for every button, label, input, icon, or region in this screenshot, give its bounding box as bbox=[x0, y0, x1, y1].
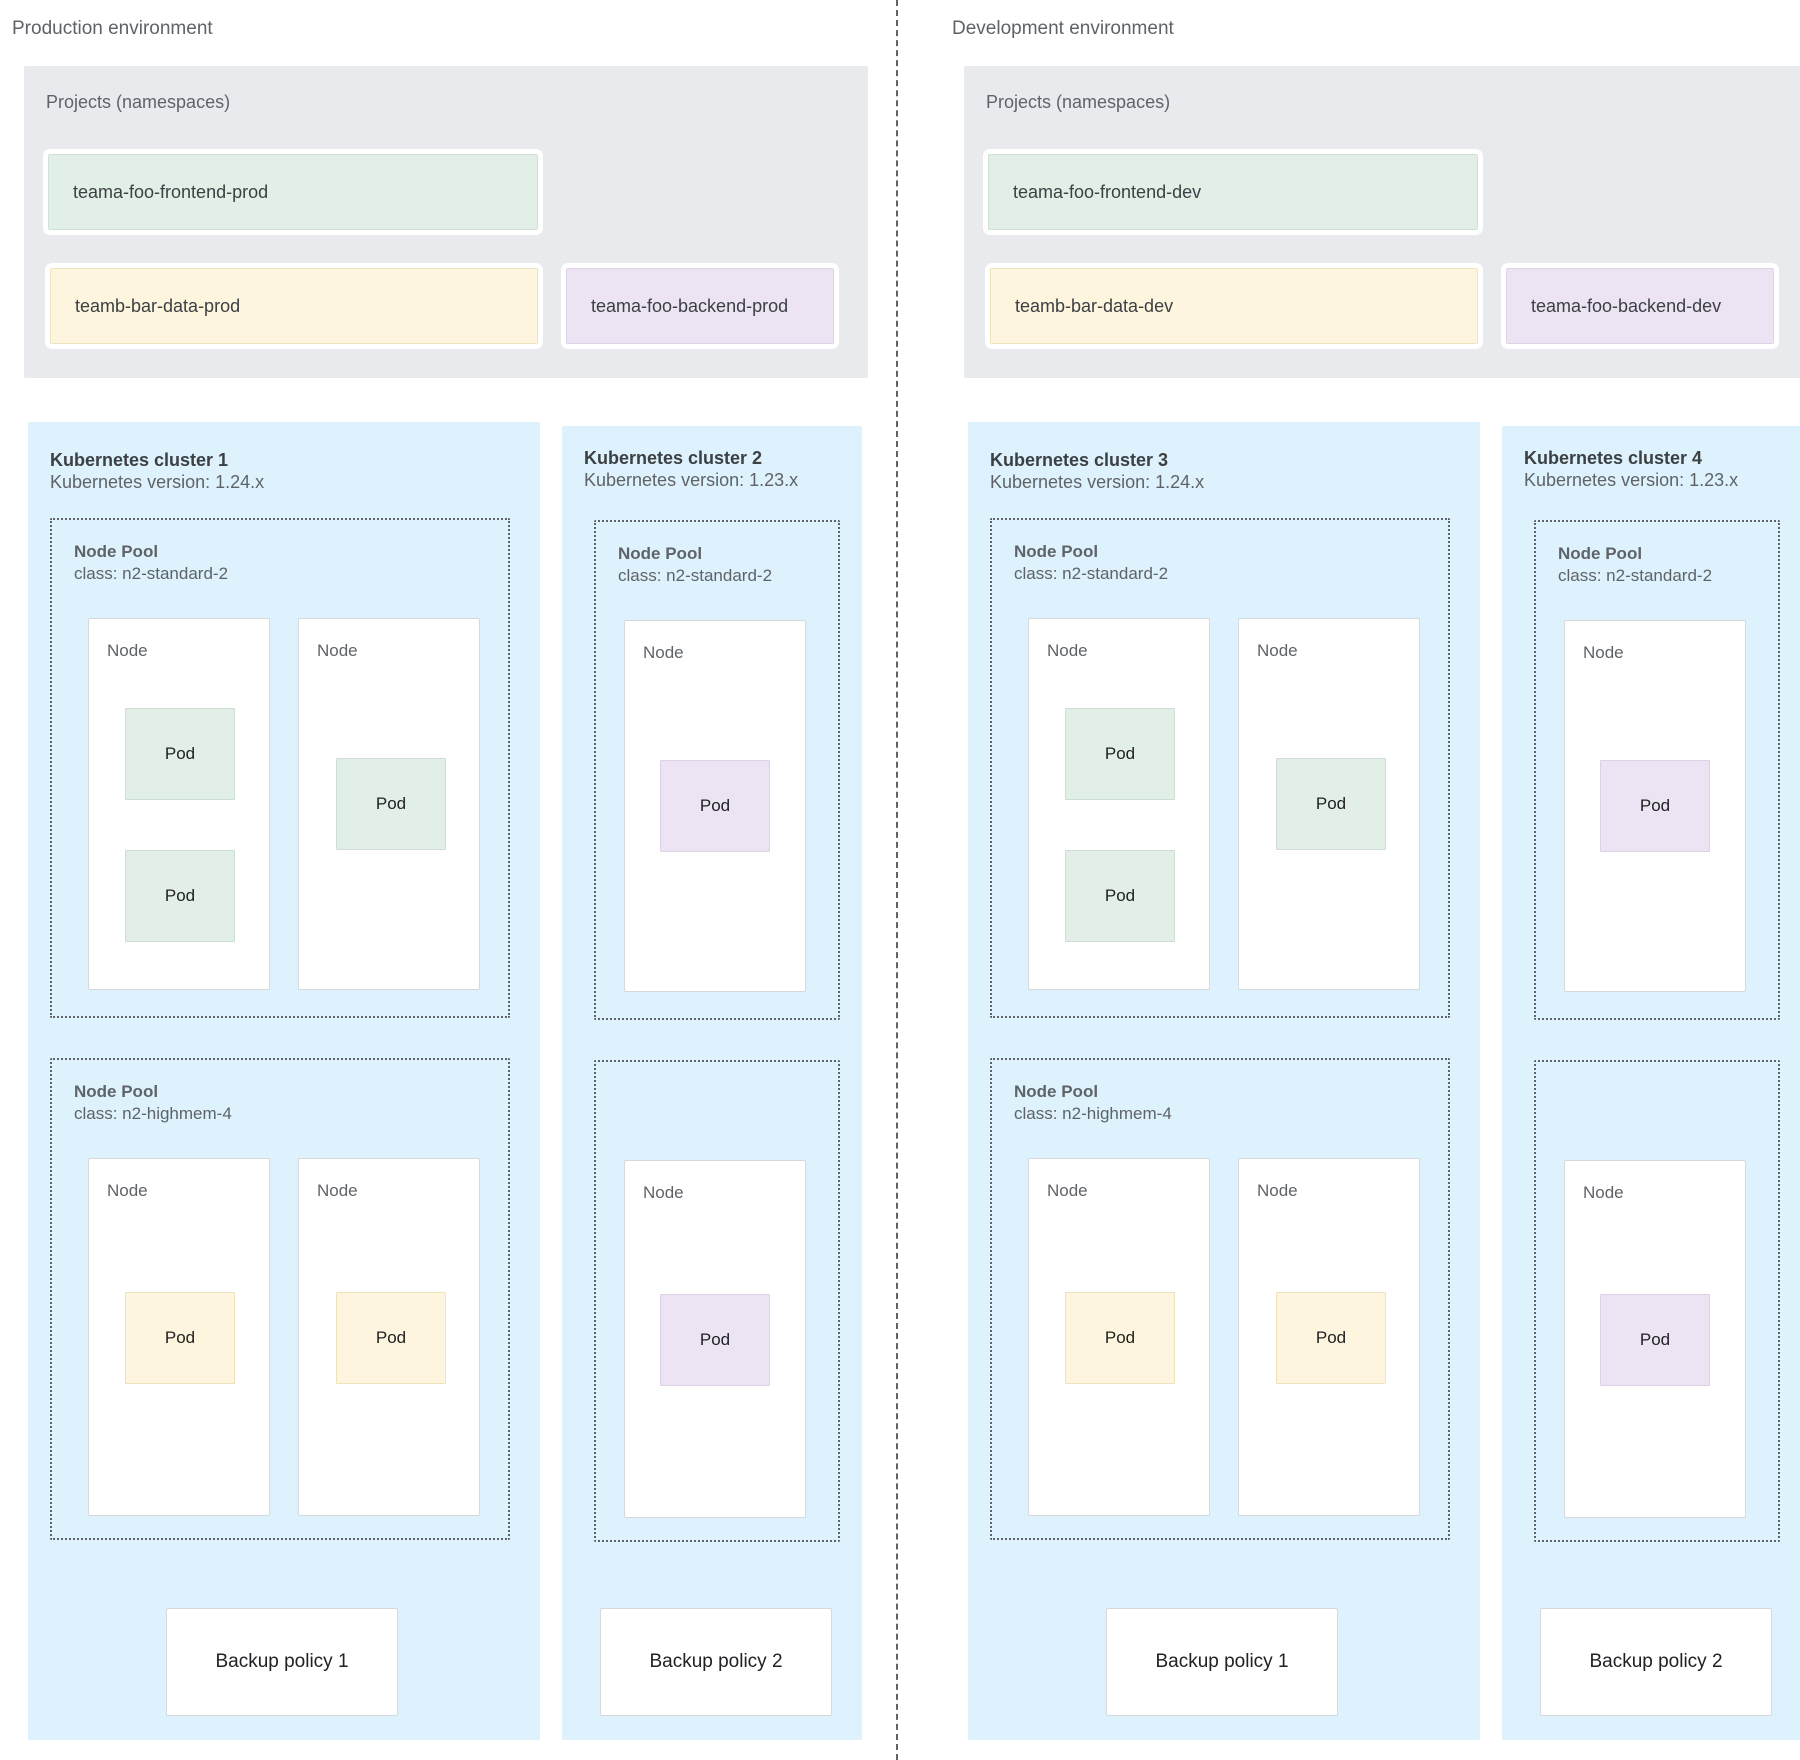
pod[interactable]: Pod bbox=[1600, 760, 1710, 852]
namespace-teama-foo-frontend-dev[interactable]: teama-foo-frontend-dev bbox=[983, 149, 1483, 235]
projects-label: Projects (namespaces) bbox=[986, 92, 1171, 112]
pod[interactable]: Pod bbox=[1065, 708, 1175, 800]
pod[interactable]: Pod bbox=[1276, 1292, 1386, 1384]
projects-label: Projects (namespaces) bbox=[46, 92, 231, 112]
backup-policy[interactable]: Backup policy 2 bbox=[1540, 1608, 1772, 1716]
environment-divider bbox=[896, 0, 898, 1760]
cluster-version: Kubernetes version: 1.23.x bbox=[1524, 470, 1739, 490]
node-pool-title: Node Pool bbox=[74, 1082, 159, 1101]
node-pool: Node Pool class: n2-standard-2 bbox=[50, 518, 510, 1018]
node-label: Node bbox=[1257, 641, 1298, 660]
node-pool-title: Node Pool bbox=[74, 542, 159, 561]
cluster-version: Kubernetes version: 1.24.x bbox=[990, 472, 1205, 492]
pod[interactable]: Pod bbox=[1065, 850, 1175, 942]
node-pool-class: class: n2-standard-2 bbox=[74, 564, 229, 583]
node-pool-title: Node Pool bbox=[618, 544, 703, 563]
node-pool: Node Pool class: n2-standard-2 bbox=[990, 518, 1450, 1018]
cluster-name: Kubernetes cluster 3 bbox=[990, 450, 1169, 470]
node-pool bbox=[594, 1060, 840, 1542]
node-pool-class: class: n2-standard-2 bbox=[618, 566, 773, 585]
node-label: Node bbox=[107, 1181, 148, 1200]
pod[interactable]: Pod bbox=[125, 708, 235, 800]
node-label: Node bbox=[1583, 1183, 1624, 1202]
node-label: Node bbox=[317, 1181, 358, 1200]
node-pool: Node Pool class: n2-highmem-4 bbox=[990, 1058, 1450, 1540]
node-label: Node bbox=[643, 1183, 684, 1202]
pod[interactable]: Pod bbox=[336, 758, 446, 850]
node-label: Node bbox=[1583, 643, 1624, 662]
pod[interactable]: Pod bbox=[1276, 758, 1386, 850]
pod[interactable]: Pod bbox=[1600, 1294, 1710, 1386]
cluster-version: Kubernetes version: 1.23.x bbox=[584, 470, 799, 490]
pod[interactable]: Pod bbox=[660, 1294, 770, 1386]
namespace-teama-foo-backend-prod[interactable]: teama-foo-backend-prod bbox=[561, 263, 839, 349]
node-pool-class: class: n2-highmem-4 bbox=[74, 1104, 232, 1123]
node-label: Node bbox=[1257, 1181, 1298, 1200]
pod[interactable]: Pod bbox=[1065, 1292, 1175, 1384]
node-label: Node bbox=[643, 643, 684, 662]
node-pool bbox=[1534, 1060, 1780, 1542]
backup-policy[interactable]: Backup policy 1 bbox=[1106, 1608, 1338, 1716]
node-label: Node bbox=[107, 641, 148, 660]
node: Node bbox=[1028, 1158, 1210, 1516]
node-label: Node bbox=[317, 641, 358, 660]
cluster-version: Kubernetes version: 1.24.x bbox=[50, 472, 265, 492]
node-label: Node bbox=[1047, 1181, 1088, 1200]
backup-policy[interactable]: Backup policy 1 bbox=[166, 1608, 398, 1716]
node-pool-class: class: n2-standard-2 bbox=[1558, 566, 1713, 585]
backup-policy[interactable]: Backup policy 2 bbox=[600, 1608, 832, 1716]
environment-title-development: Development environment bbox=[952, 18, 1174, 39]
namespace-teama-foo-frontend-prod[interactable]: teama-foo-frontend-prod bbox=[43, 149, 543, 235]
cluster-name: Kubernetes cluster 1 bbox=[50, 450, 229, 470]
node-pool: Node Pool class: n2-highmem-4 bbox=[50, 1058, 510, 1540]
pod[interactable]: Pod bbox=[125, 1292, 235, 1384]
node-pool: Node Pool class: n2-standard-2 bbox=[1534, 520, 1780, 1020]
pod[interactable]: Pod bbox=[336, 1292, 446, 1384]
namespace-teamb-bar-data-prod[interactable]: teamb-bar-data-prod bbox=[45, 263, 543, 349]
environment-title-production: Production environment bbox=[12, 18, 213, 39]
pod[interactable]: Pod bbox=[660, 760, 770, 852]
cluster-name: Kubernetes cluster 4 bbox=[1524, 448, 1703, 468]
namespace-teamb-bar-data-dev[interactable]: teamb-bar-data-dev bbox=[985, 263, 1483, 349]
cluster-name: Kubernetes cluster 2 bbox=[584, 448, 763, 468]
node-pool-title: Node Pool bbox=[1558, 544, 1643, 563]
node-label: Node bbox=[1047, 641, 1088, 660]
node-pool: Node Pool class: n2-standard-2 bbox=[594, 520, 840, 1020]
namespace-teama-foo-backend-dev[interactable]: teama-foo-backend-dev bbox=[1501, 263, 1779, 349]
node-pool-title: Node Pool bbox=[1014, 1082, 1099, 1101]
pod[interactable]: Pod bbox=[125, 850, 235, 942]
node-pool-title: Node Pool bbox=[1014, 542, 1099, 561]
node-pool-class: class: n2-highmem-4 bbox=[1014, 1104, 1172, 1123]
node-pool-class: class: n2-standard-2 bbox=[1014, 564, 1169, 583]
